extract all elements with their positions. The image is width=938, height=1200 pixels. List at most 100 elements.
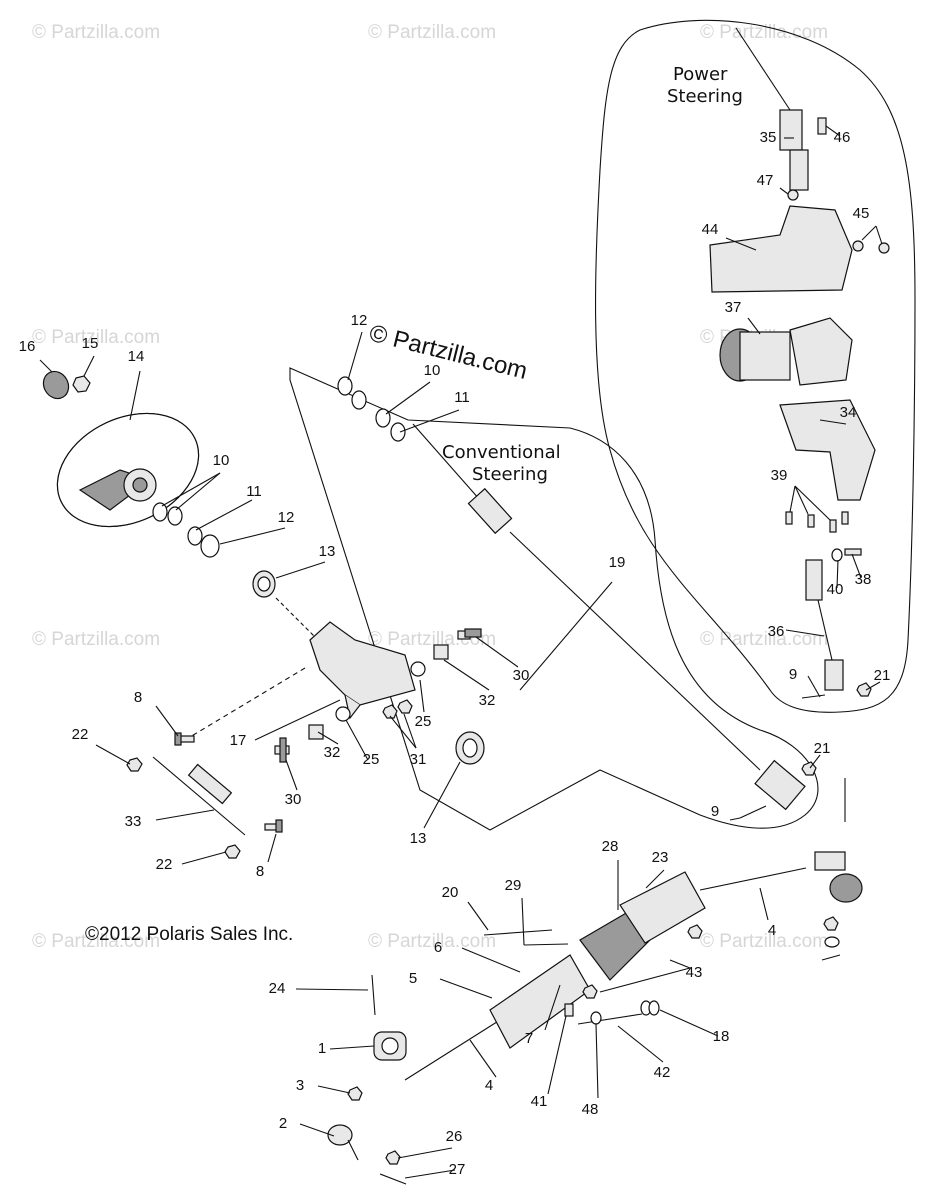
leader-line (219, 527, 286, 545)
group-label-line: Conventional (442, 442, 561, 463)
leader-line (544, 984, 561, 1031)
spacer-32-right (433, 644, 449, 660)
callout-23: 23 (652, 849, 669, 866)
washer-25-right (410, 661, 426, 677)
callout-5: 5 (409, 970, 417, 987)
leader-line (759, 887, 769, 921)
bolt-30-right (457, 628, 482, 640)
leader-line (439, 978, 493, 999)
callout-44: 44 (702, 221, 719, 238)
copyright-text: ©2012 Polaris Sales Inc. (85, 924, 293, 945)
bolt-9-power (801, 694, 826, 699)
nut-26 (385, 1150, 401, 1165)
bolt-30-left (274, 737, 290, 763)
conventional-steering-group-outline (289, 367, 819, 831)
leader-line (345, 719, 369, 761)
leader-line (475, 636, 519, 668)
bolt-8-lower (264, 819, 283, 833)
leader-line (461, 947, 521, 973)
leader-line (779, 187, 789, 195)
bolt-46 (817, 117, 827, 135)
nut-21-conv (801, 761, 817, 776)
leader-line (789, 485, 796, 513)
callout-20: 20 (442, 884, 459, 901)
group-label-line: Steering (472, 464, 548, 485)
leader-line (519, 581, 613, 691)
hardware-right (821, 916, 841, 961)
watermark: © Partzilla.com (368, 931, 496, 952)
callout-13b: 13 (410, 830, 427, 847)
leader-line (794, 485, 831, 521)
leader-line (469, 1039, 497, 1078)
leader-line (83, 355, 95, 377)
leader-line (423, 761, 461, 829)
callout-9a: 9 (711, 803, 719, 820)
leader-line (443, 659, 490, 691)
bolts-39 (785, 511, 849, 533)
leader-line (317, 731, 339, 745)
watermarks: © Partzilla.com © Partzilla.com © Partzi… (32, 22, 828, 952)
leader-line (399, 409, 460, 433)
leader-line (819, 419, 847, 425)
leader-line (595, 1023, 599, 1099)
nut-15 (72, 375, 91, 393)
leader-line (419, 679, 425, 713)
callout-25a: 25 (415, 713, 432, 730)
callout-28: 28 (602, 838, 619, 855)
watermark: © Partzilla.com (700, 22, 828, 43)
leader-line (725, 237, 757, 251)
leader-line (467, 901, 489, 931)
leader-line (807, 675, 821, 698)
leader-line (155, 809, 215, 821)
callout-8b: 8 (256, 863, 264, 880)
spacer-32-left (308, 724, 324, 740)
callout-47: 47 (757, 172, 774, 189)
leader-line (285, 759, 298, 791)
bolt-42 (577, 1013, 643, 1025)
steering-rack (404, 867, 807, 1081)
leader-line (389, 715, 417, 749)
leader-line (747, 317, 761, 335)
callout-24: 24 (269, 980, 286, 997)
leader-line (785, 629, 825, 637)
nut-22-upper (126, 757, 143, 772)
callout-12a: 12 (278, 509, 295, 526)
watermark: © Partzilla.com (32, 931, 160, 952)
leader-line (275, 561, 326, 579)
mount-bracket-34 (779, 399, 876, 501)
callout-10b: 10 (424, 362, 441, 379)
leader-line (599, 967, 691, 993)
leader-line (347, 331, 363, 381)
callout-37: 37 (725, 299, 742, 316)
callout-34: 34 (840, 404, 857, 421)
watermark: © Partzilla.com (700, 629, 828, 650)
bracket-axis (184, 667, 306, 741)
callout-2: 2 (279, 1115, 287, 1132)
upper-shaft-35 (735, 27, 809, 191)
watermark: © Partzilla.com (368, 22, 496, 43)
callout-45: 45 (853, 205, 870, 222)
leader-line (669, 959, 691, 969)
group-label-line: Steering (667, 86, 743, 107)
nuts-31 (382, 699, 413, 719)
leader-line (865, 681, 881, 691)
nut-3 (347, 1086, 363, 1101)
watermark: © Partzilla.com (700, 931, 828, 952)
leader-line (155, 705, 179, 737)
cover-44 (709, 205, 853, 293)
leader-lines (39, 125, 883, 1179)
leader-line (645, 869, 665, 889)
tie-rod-end-right (814, 851, 863, 903)
washer-25-left (335, 706, 351, 722)
bolt-9-conv (739, 805, 767, 819)
leader-line (809, 754, 821, 769)
group-label-line: Power (673, 64, 728, 85)
leader-line (836, 559, 839, 589)
leader-line (659, 1009, 719, 1037)
leader-line (299, 1123, 335, 1137)
nuts-43 (582, 924, 703, 999)
washers-18 (640, 1000, 660, 1016)
